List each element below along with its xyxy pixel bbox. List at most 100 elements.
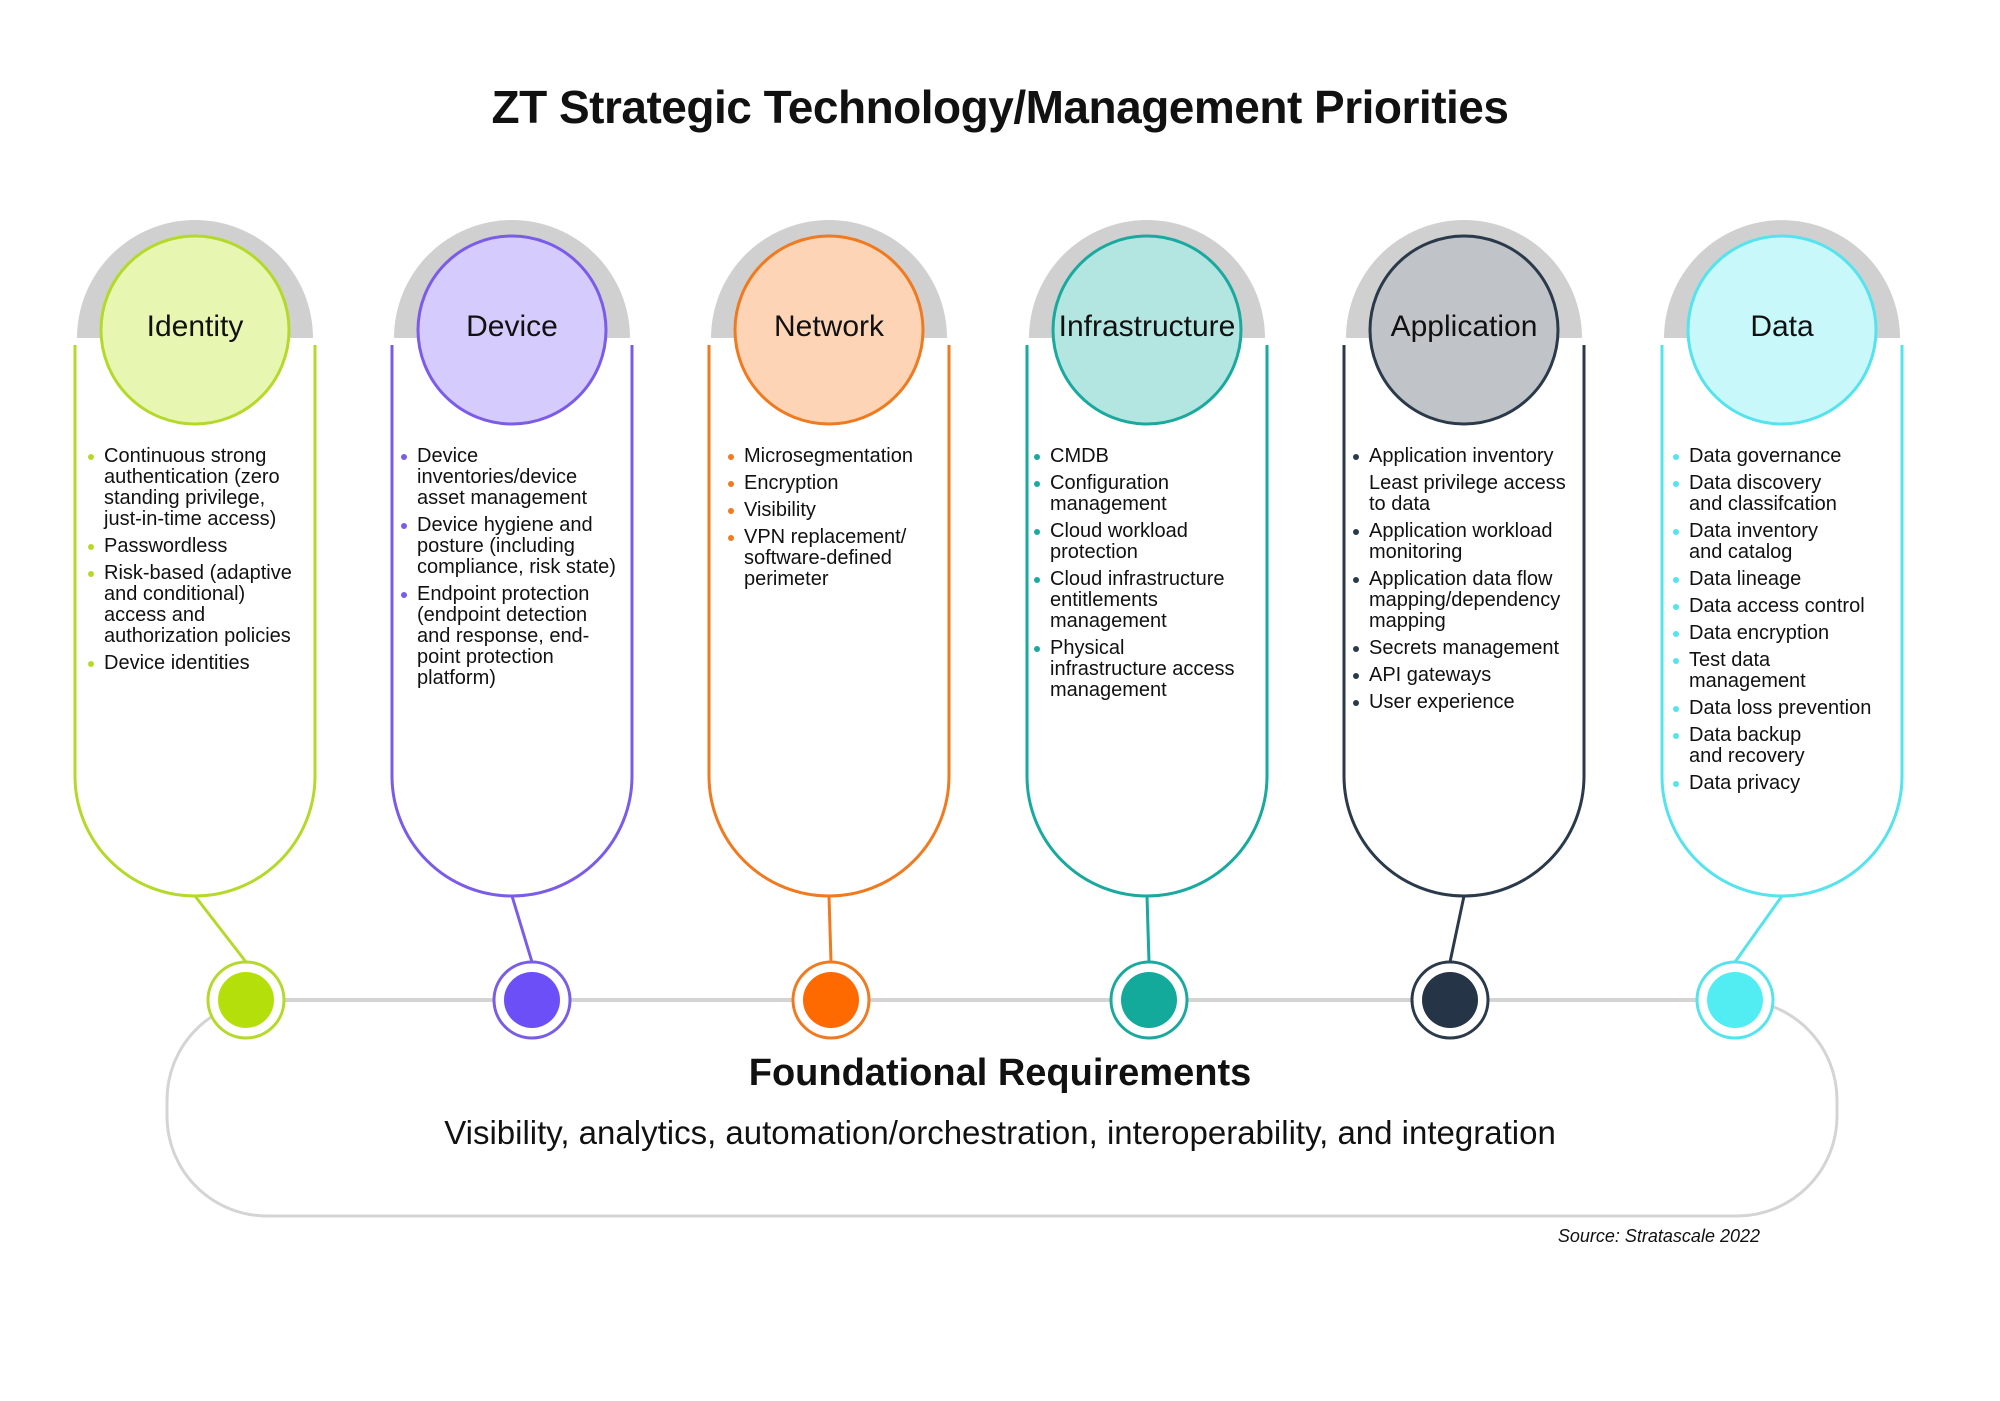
pillar-node-dot xyxy=(504,972,560,1028)
list-item-line: Application data flow xyxy=(1369,568,1553,590)
list-item-line: management xyxy=(1050,610,1167,632)
list-item-line: management xyxy=(1050,493,1167,515)
bullet-icon xyxy=(401,592,407,598)
list-item-line: Data encryption xyxy=(1689,622,1830,644)
list-item-line: Microsegmentation xyxy=(744,445,913,467)
bullet-icon xyxy=(1673,577,1679,583)
bullet-icon xyxy=(728,454,734,460)
pillar-title-infrastructure: Infrastructure xyxy=(1058,310,1236,343)
list-item-line: to data xyxy=(1369,493,1431,515)
list-item-line: Passwordless xyxy=(104,535,228,557)
list-item-line: point protection xyxy=(417,646,554,668)
list-item: Secrets management xyxy=(1353,638,1583,659)
list-item-line: and catalog xyxy=(1689,541,1793,563)
list-item: Application inventory xyxy=(1353,446,1583,467)
list-item: Passwordless xyxy=(88,536,318,557)
list-item-line: mapping/dependency xyxy=(1369,589,1561,611)
bullet-icon xyxy=(1673,631,1679,637)
list-item-line: Test data xyxy=(1689,649,1771,671)
list-item-line: Data lineage xyxy=(1689,568,1802,590)
list-item: Encryption xyxy=(728,473,958,494)
bullet-icon xyxy=(1673,781,1679,787)
pillar-node-dot xyxy=(218,972,274,1028)
list-item-line: authentication (zero xyxy=(104,466,280,488)
pillar-node-dot xyxy=(803,972,859,1028)
list-item-line: protection xyxy=(1050,541,1138,563)
list-item: API gateways xyxy=(1353,665,1583,686)
pillar-node-dot xyxy=(1121,972,1177,1028)
pillar-node-dot xyxy=(1422,972,1478,1028)
list-item: Microsegmentation xyxy=(728,446,958,467)
list-item-line: Data inventory xyxy=(1689,520,1818,542)
list-item-line: compliance, risk state) xyxy=(417,556,616,578)
pillar-device xyxy=(390,220,634,1040)
list-item-line: software-defined xyxy=(744,547,892,569)
pillar-identity xyxy=(73,220,317,1040)
list-item-line: User experience xyxy=(1369,691,1515,713)
list-item-line: platform) xyxy=(417,667,496,689)
list-item-line: access and xyxy=(104,604,206,626)
list-item: Data loss prevention xyxy=(1673,698,1903,719)
list-item-line: Cloud infrastructure xyxy=(1050,568,1225,590)
pillar-infrastructure xyxy=(1025,220,1269,1040)
list-item-line: management xyxy=(1689,670,1806,692)
list-item-line: Endpoint protection xyxy=(417,583,590,605)
list-item-line: Application workload xyxy=(1369,520,1553,542)
list-item-line: management xyxy=(1050,679,1167,701)
pillar-circle xyxy=(99,234,291,426)
pillar-circle xyxy=(1368,234,1560,426)
list-item-line: CMDB xyxy=(1050,445,1109,467)
bullet-icon xyxy=(1034,454,1040,460)
bullet-icon xyxy=(1673,454,1679,460)
bullet-icon xyxy=(1034,481,1040,487)
pillar-connector xyxy=(1448,895,1466,963)
list-item-line: Data access control xyxy=(1689,595,1865,617)
foundation-box xyxy=(165,998,1839,1218)
list-item-line: Visibility xyxy=(744,499,816,521)
pillar-title-data: Data xyxy=(1750,310,1814,343)
list-item-line: and response, end- xyxy=(417,625,590,647)
bullet-icon xyxy=(728,481,734,487)
pillar-title-application: Application xyxy=(1390,310,1538,343)
list-item-line: and classifcation xyxy=(1689,493,1837,515)
list-item-line: Application inventory xyxy=(1369,445,1554,467)
list-item-line: and recovery xyxy=(1689,745,1805,767)
list-item-line: perimeter xyxy=(744,568,829,590)
list-item-line: just-in-time access) xyxy=(104,508,277,530)
pillar-application xyxy=(1342,220,1586,1040)
list-item-line: Least privilege access xyxy=(1369,472,1566,494)
list-item-line: Data loss prevention xyxy=(1689,697,1872,719)
pillar-connector xyxy=(193,895,248,963)
pillar-title-device: Device xyxy=(466,310,558,343)
bullet-icon xyxy=(88,571,94,577)
list-item-line: Configuration xyxy=(1050,472,1169,494)
list-item-line: Data governance xyxy=(1689,445,1842,467)
list-item: CMDB xyxy=(1034,446,1264,467)
list-item: Device identities xyxy=(88,653,318,674)
pillar-node-dot xyxy=(1707,972,1763,1028)
list-item-line: Device xyxy=(417,445,479,467)
bullet-icon xyxy=(1673,604,1679,610)
list-item-line: monitoring xyxy=(1369,541,1463,563)
foundation-title: Foundational Requirements xyxy=(748,1052,1252,1094)
pillar-shapes xyxy=(73,220,1904,1218)
bullet-icon xyxy=(1673,706,1679,712)
pillar-circle xyxy=(1051,234,1243,426)
bullet-icon xyxy=(88,454,94,460)
list-item-line: Cloud workload xyxy=(1050,520,1188,542)
list-item-line: entitlements xyxy=(1050,589,1158,611)
